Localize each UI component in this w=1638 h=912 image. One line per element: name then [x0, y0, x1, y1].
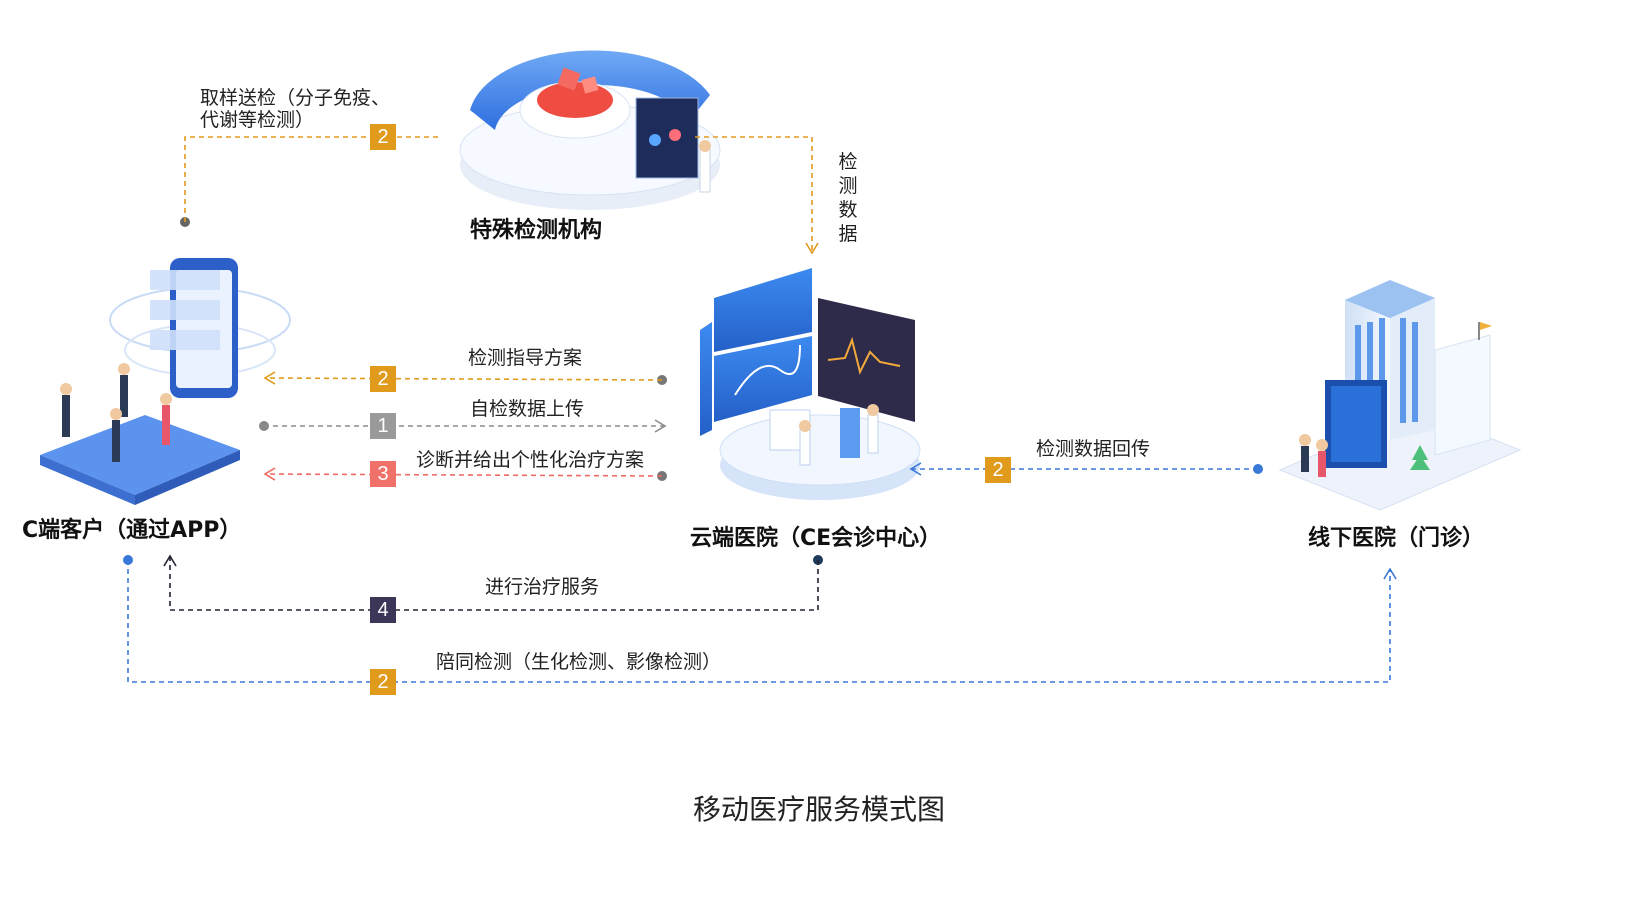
offline-hospital-title: 线下医院（门诊）	[1308, 526, 1485, 551]
diagnosis-connector	[263, 467, 663, 481]
guidance-step-badge: 2	[370, 366, 396, 392]
upload-label: 自检数据上传	[470, 398, 585, 420]
lab-illustration	[459, 50, 721, 210]
offline-hospital-illustration	[1278, 280, 1522, 511]
accompany-connector	[127, 560, 1397, 683]
guidance-connector	[263, 371, 663, 385]
test-data-label: 检 测 数 据	[837, 150, 859, 246]
test-data-char: 据	[838, 223, 858, 245]
client-title: C端客户（通过APP）	[22, 518, 242, 543]
cloud-hospital-illustration	[700, 268, 921, 500]
client-illustration	[40, 258, 291, 505]
test-data-char: 数	[838, 199, 858, 221]
accompany-label: 陪同检测（生化检测、影像检测）	[436, 651, 722, 673]
test-data-connector	[695, 136, 819, 255]
return-data-label: 检测数据回传	[1036, 438, 1151, 460]
upload-step-badge: 1	[370, 413, 396, 439]
treatment-connector	[163, 554, 819, 611]
sampling-step-badge: 2	[370, 124, 396, 150]
accompany-step-badge: 2	[370, 669, 396, 695]
diagnosis-step-badge: 3	[370, 461, 396, 487]
sampling-label-line1: 取样送检（分子免疫、	[200, 87, 391, 109]
sampling-connector	[184, 136, 440, 222]
cloud-hospital-title: 云端医院（CE会诊中心）	[690, 526, 942, 551]
treatment-label: 进行治疗服务	[485, 576, 600, 598]
guidance-label: 检测指导方案	[468, 347, 583, 369]
lab-title: 特殊检测机构	[470, 218, 603, 243]
return-data-step-badge: 2	[985, 457, 1011, 483]
test-data-char: 检	[838, 151, 858, 173]
test-data-char: 测	[838, 175, 858, 197]
figure-caption: 移动医疗服务模式图	[692, 793, 945, 826]
treatment-step-badge: 4	[370, 597, 396, 623]
diagnosis-label: 诊断并给出个性化治疗方案	[416, 449, 645, 471]
sampling-label-line2: 代谢等检测）	[200, 109, 315, 131]
